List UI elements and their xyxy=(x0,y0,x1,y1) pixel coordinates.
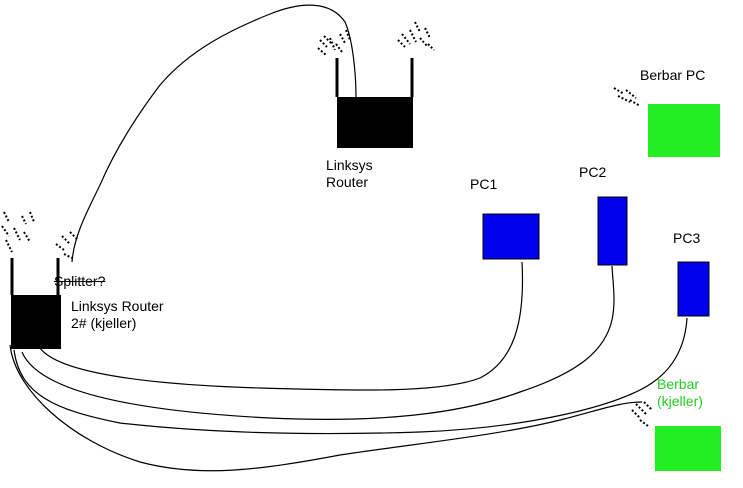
pc1-label: PC1 xyxy=(470,176,498,192)
linksys-router-label-line2: Router xyxy=(326,174,369,190)
linksys-router-body xyxy=(337,97,413,148)
signal-scribble-icon xyxy=(317,21,435,56)
berbar-kjeller-label-line2: (kjeller) xyxy=(657,393,703,409)
pc3-box xyxy=(677,261,710,317)
cable-router2-to-pc3 xyxy=(13,317,688,435)
signal-scribble-icon xyxy=(631,401,653,427)
pc2-label: PC2 xyxy=(579,164,607,180)
linksys-router xyxy=(317,21,435,148)
berbar-pc-label: Berbar PC xyxy=(640,67,706,83)
cables xyxy=(9,4,688,472)
berbar-pc-box xyxy=(648,104,720,157)
berbar-kjeller-label-line1: Berbar xyxy=(657,376,700,392)
cable-router2-to-pc2 xyxy=(21,265,615,420)
pc1-box xyxy=(482,213,540,260)
signal-scribble-icon xyxy=(613,87,641,107)
signal-scribble-icon xyxy=(1,211,79,259)
linksys-router-2-label-line2: 2# (kjeller) xyxy=(71,315,137,331)
berbar-kjeller-label: Berbar (kjeller) xyxy=(657,376,703,410)
cable-router-to-router2 xyxy=(71,4,357,263)
linksys-router-label-line1: Linksys xyxy=(326,157,373,173)
pc3-label: PC3 xyxy=(673,230,701,246)
linksys-router-2-label: Linksys Router 2# (kjeller) xyxy=(71,298,164,332)
pc2-box xyxy=(597,196,628,266)
linksys-router-2 xyxy=(1,211,79,349)
linksys-router-2-label-line1: Linksys Router xyxy=(71,298,164,314)
linksys-router-2-body xyxy=(11,295,61,349)
splitter-label: Splitter? xyxy=(54,273,106,289)
linksys-router-label: Linksys Router xyxy=(326,157,373,191)
berbar-kjeller-box xyxy=(655,426,721,471)
cable-router2-to-pc1 xyxy=(39,261,524,391)
cable-router2-to-berbar-kjeller xyxy=(9,344,643,472)
